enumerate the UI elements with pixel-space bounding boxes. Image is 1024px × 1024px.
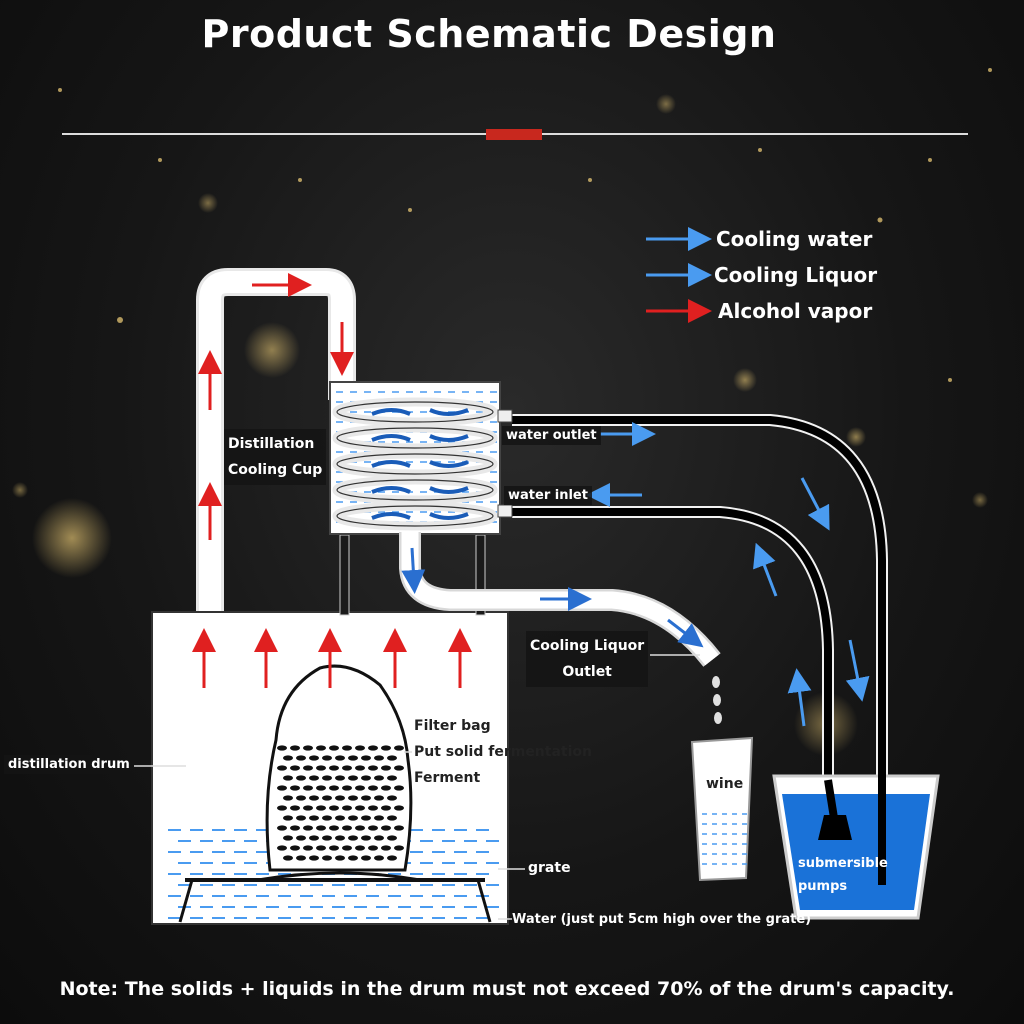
label-filter-bag: Filter bag [414,718,491,734]
label-cooling-cup-line1: Distillation [228,436,315,452]
wine-glass-liquid [702,813,747,865]
label-pumps-line2: pumps [798,879,848,894]
liquor-drops [712,676,722,724]
label-distillation-drum: distillation drum [4,755,134,774]
cooling-coil [332,397,498,531]
label-grate: grate [528,860,571,876]
label-ferment: Ferment [414,770,481,786]
label-liquor-outlet-line1: Cooling Liquor [530,638,645,654]
submersible-pump [818,815,852,840]
label-solid-fermentation: Put solid fermentation [414,744,592,760]
label-water-note: Water (just put 5cm high over the grate) [512,912,812,927]
legend-cooling-liquor: Cooling Liquor [714,263,878,287]
label-cooling-cup-line2: Cooling Cup [228,462,323,478]
label-liquor-outlet: Cooling Liquor Outlet [526,631,649,687]
header-accent-bar [486,129,542,140]
label-liquor-outlet-line2: Outlet [562,664,612,680]
label-pumps: submersible pumps [798,852,888,898]
leader-lines [134,654,700,920]
cooling-water-arrows [586,422,870,727]
grate [178,878,492,923]
label-water-inlet: water inlet [504,486,592,505]
liquor-flow-arrows [401,547,704,648]
label-water-outlet: water outlet [502,426,601,445]
legend-alcohol-vapor: Alcohol vapor [718,299,873,323]
label-wine: wine [706,776,744,792]
pipe-vapor-arrows [198,273,354,540]
label-pumps-line1: submersible [798,856,888,871]
water-hoses [512,414,888,885]
legend-cooling-water: Cooling water [716,227,873,251]
drum-vapor-arrows [192,628,472,688]
page-title: Product Schematic Design [201,12,777,56]
label-cooling-cup: Distillation Cooling Cup [224,429,327,485]
wine-glass [690,736,754,882]
ferment-dots [277,745,404,861]
bokeh-decoration [12,68,992,756]
capacity-note: Note: The solids + liquids in the drum m… [59,978,955,1000]
